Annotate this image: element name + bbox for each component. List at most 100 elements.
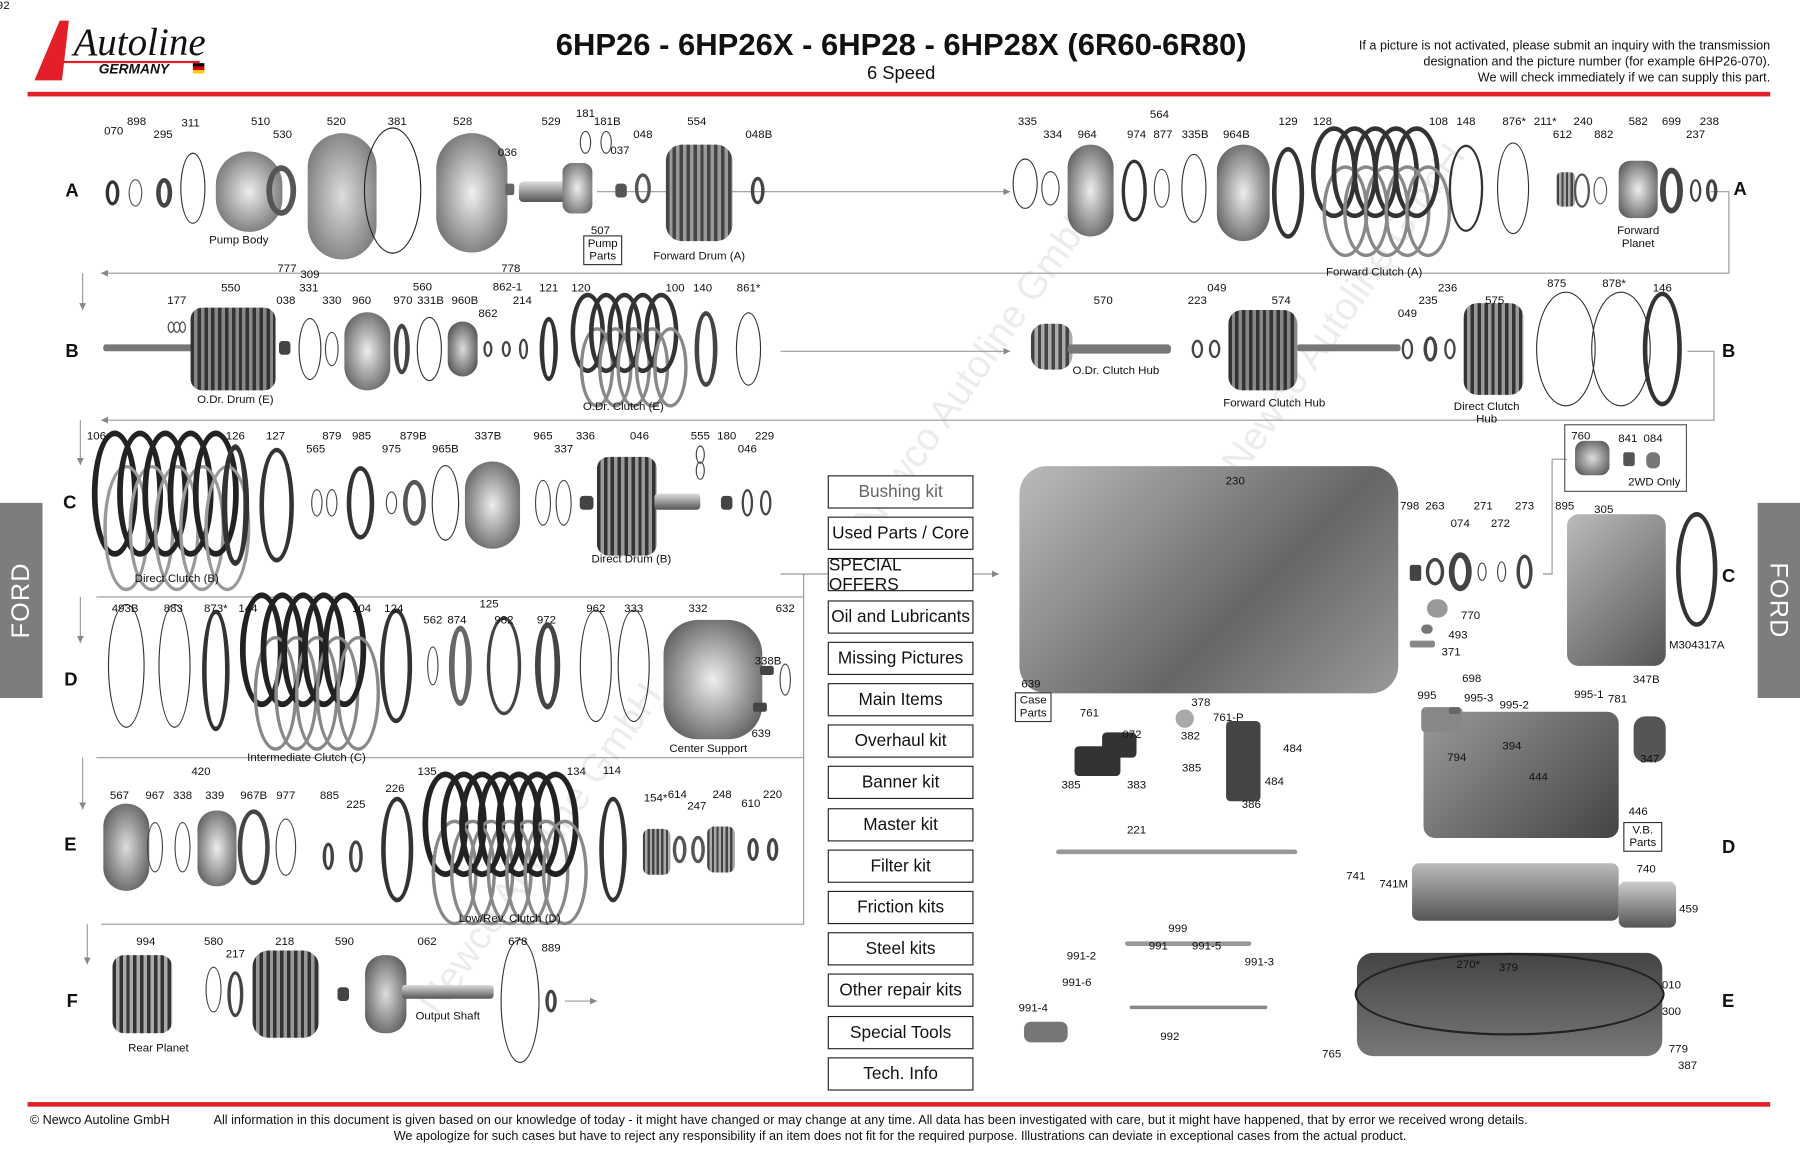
kit-button[interactable]: Special Tools <box>827 1015 974 1049</box>
bushing-icon[interactable] <box>156 177 173 208</box>
washer-icon[interactable] <box>1208 339 1221 359</box>
part-number-label[interactable]: 332 <box>688 602 708 616</box>
seal-icon[interactable] <box>753 702 767 712</box>
part-number-label[interactable]: 240 <box>1573 115 1593 129</box>
part-number-label[interactable]: 128 <box>1312 115 1333 129</box>
vb-parts-link[interactable]: V.B. Parts <box>1623 821 1663 852</box>
washer-icon[interactable] <box>1191 339 1204 359</box>
part-number-label[interactable]: 639 <box>1021 678 1041 692</box>
sun-gear-icon[interactable] <box>1556 172 1576 207</box>
part-number-label[interactable]: 612 <box>1552 128 1573 142</box>
o-ring-icon[interactable] <box>1012 158 1038 209</box>
bushing-icon[interactable] <box>579 495 594 510</box>
washer-icon[interactable] <box>759 490 772 516</box>
part-number-label[interactable]: 444 <box>1528 771 1548 785</box>
part-number-label[interactable]: 217 <box>225 948 245 961</box>
part-number-label[interactable]: 180 <box>717 430 737 444</box>
part-number-label[interactable]: 898 <box>127 115 147 129</box>
case-parts-link[interactable]: Case Parts <box>1014 692 1052 723</box>
part-number-label[interactable]: 347 <box>1640 753 1660 766</box>
part-number-label[interactable]: 048B <box>745 128 773 142</box>
part-number-label[interactable]: 126 <box>225 430 245 444</box>
washer-icon[interactable] <box>545 989 557 1013</box>
part-number-label[interactable]: 120 <box>571 282 591 296</box>
valve-body-icon[interactable] <box>1412 863 1619 921</box>
washer-icon[interactable] <box>1646 452 1661 469</box>
washer-icon[interactable] <box>518 338 529 360</box>
part-number-label[interactable]: 221 <box>1126 824 1147 837</box>
part-number-label[interactable]: 218 <box>275 935 295 949</box>
part-number-label[interactable]: 582 <box>1628 115 1648 129</box>
output-shaft-icon[interactable] <box>401 984 494 999</box>
part-number-label[interactable]: 841 <box>1618 432 1638 446</box>
part-number-label[interactable]: 967B <box>240 789 268 803</box>
piston-icon[interactable] <box>1216 144 1270 242</box>
part-number-label[interactable]: 977 <box>276 789 296 803</box>
part-number-label[interactable]: 046 <box>737 443 757 456</box>
part-number-label[interactable]: 084 <box>1643 432 1663 446</box>
seal-icon[interactable] <box>615 183 627 198</box>
part-number-label[interactable]: 125 <box>479 598 499 611</box>
part-number-label[interactable]: 236 <box>1438 282 1458 296</box>
forward-clutch-hub-icon[interactable] <box>1228 309 1298 391</box>
cable-icon[interactable] <box>1129 1005 1268 1010</box>
part-number-label[interactable]: 371 <box>1441 646 1461 659</box>
part-number-label[interactable]: 048 <box>633 128 653 142</box>
forward-planet-icon[interactable] <box>1618 160 1658 219</box>
part-number-label[interactable]: 550 <box>221 282 241 296</box>
part-number-label[interactable]: 072 <box>1122 728 1142 742</box>
part-number-label[interactable]: 333 <box>624 602 644 616</box>
part-number-label[interactable]: 567 <box>109 789 129 803</box>
part-number-label[interactable]: 877 <box>1153 128 1173 142</box>
part-number-label[interactable]: 960B <box>451 295 479 308</box>
snap-ring-icon[interactable] <box>1496 142 1530 235</box>
kit-button[interactable]: Master kit <box>827 807 974 842</box>
odr-clutch-hub-shaft-icon[interactable] <box>1067 344 1171 354</box>
seal-set-icon[interactable] <box>1226 720 1261 802</box>
o-ring-icon[interactable] <box>385 491 398 515</box>
kit-button[interactable]: Overhaul kit <box>827 724 974 758</box>
washer-icon[interactable] <box>672 835 687 864</box>
part-number-label[interactable]: 678 <box>508 935 528 949</box>
washer-icon[interactable] <box>1705 179 1718 203</box>
o-ring-icon[interactable] <box>534 479 552 526</box>
pin-icon[interactable] <box>505 183 515 196</box>
part-number-label[interactable]: 154* <box>643 792 668 805</box>
part-number-label[interactable]: 991-3 <box>1244 956 1275 969</box>
part-number-label[interactable]: 129 <box>1278 115 1298 129</box>
part-number-label[interactable]: 862 <box>478 307 498 321</box>
part-number-label[interactable]: 331B <box>417 295 444 308</box>
nut-icon[interactable] <box>1623 452 1635 467</box>
solenoid-block-icon[interactable] <box>1102 732 1137 758</box>
snap-ring-icon[interactable] <box>158 603 191 728</box>
part-number-label[interactable]: 991-4 <box>1018 1002 1048 1015</box>
kit-button[interactable]: Other repair kits <box>827 973 974 1008</box>
part-number-label[interactable]: 962 <box>586 602 606 616</box>
tube-icon[interactable] <box>1056 849 1298 855</box>
gasket-icon[interactable] <box>1676 512 1718 627</box>
seal-icon[interactable] <box>1516 554 1533 589</box>
part-number-label[interactable]: 885 <box>319 789 340 803</box>
part-number-label[interactable]: 555 <box>690 430 710 444</box>
pressure-plate-icon[interactable] <box>221 444 250 566</box>
part-number-label[interactable]: 740 <box>1636 863 1656 876</box>
part-number-label[interactable]: 335B <box>1181 128 1209 142</box>
part-number-label[interactable]: 493 <box>1448 629 1468 642</box>
snap-ring-icon[interactable] <box>735 312 762 386</box>
seal-ring-icon[interactable] <box>750 176 765 205</box>
flange-icon[interactable] <box>1575 440 1610 476</box>
pressure-plate-icon[interactable] <box>599 796 627 903</box>
part-number-label[interactable]: 108 <box>1428 115 1449 129</box>
snap-ring-icon[interactable] <box>1448 144 1484 232</box>
part-number-label[interactable]: 070 <box>104 125 124 138</box>
part-number-label[interactable]: 510 <box>251 115 271 129</box>
part-number-label[interactable]: 311 <box>181 117 200 130</box>
part-number-label[interactable]: 529 <box>541 115 561 129</box>
o-ring-icon[interactable] <box>146 821 164 873</box>
clutch-plate-icon[interactable] <box>1271 146 1305 239</box>
part-number-label[interactable]: 382 <box>1180 730 1201 743</box>
washer-icon[interactable] <box>1689 179 1702 203</box>
gear-icon[interactable] <box>707 826 735 873</box>
part-number-label[interactable]: 565 <box>306 443 326 456</box>
output-flange-icon[interactable] <box>365 955 407 1034</box>
